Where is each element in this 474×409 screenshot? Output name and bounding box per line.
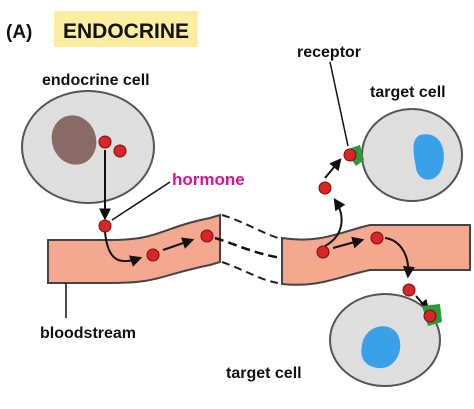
receptor-pointer [329, 61, 349, 147]
receptor-top [343, 145, 364, 166]
hormone-label: hormone [172, 170, 245, 189]
vessel-gap-bottom [221, 261, 279, 284]
exit-arrow-down [384, 237, 415, 279]
flow-arrow [162, 237, 195, 251]
entry-arrow [104, 231, 143, 267]
hormone-dot [318, 181, 332, 195]
target-nucleus-bottom [361, 326, 401, 369]
panel-title: ENDOCRINE [63, 20, 189, 43]
target-cell-bottom-label: target cell [226, 365, 302, 382]
target-cell-top-label: target cell [370, 84, 446, 101]
endocrine-cell [21, 90, 155, 204]
target-nucleus-top [413, 134, 444, 180]
title-banner [54, 11, 198, 47]
exit-arrow-up [324, 198, 346, 247]
hormone-dot [200, 229, 214, 243]
receptor-label: receptor [297, 44, 361, 61]
hormone-dot [98, 135, 112, 149]
hormone-dot [98, 219, 112, 233]
hormone-dot [402, 283, 416, 297]
flow-arrow [332, 236, 365, 249]
endocrine-cell-label: endocrine cell [42, 72, 150, 89]
panel-label: (A) [6, 22, 32, 43]
to-receptor-arrow-top [324, 158, 342, 179]
vessel-gap-top [221, 214, 279, 239]
vessel-gap-path [214, 236, 283, 260]
hormone-pointer [111, 181, 171, 221]
hormone-dot [370, 231, 384, 245]
receptor-bottom [422, 304, 442, 326]
hormone-dot [316, 245, 330, 259]
blood-vessel-right [281, 224, 471, 286]
endocrine-nucleus [51, 115, 97, 165]
hormone-dot [113, 144, 127, 158]
target-cell-top [343, 108, 463, 202]
bloodstream-label: bloodstream [40, 325, 136, 342]
target-cell-bottom [329, 293, 442, 387]
hormone-dot [146, 248, 160, 262]
blood-vessel-left [47, 213, 221, 284]
